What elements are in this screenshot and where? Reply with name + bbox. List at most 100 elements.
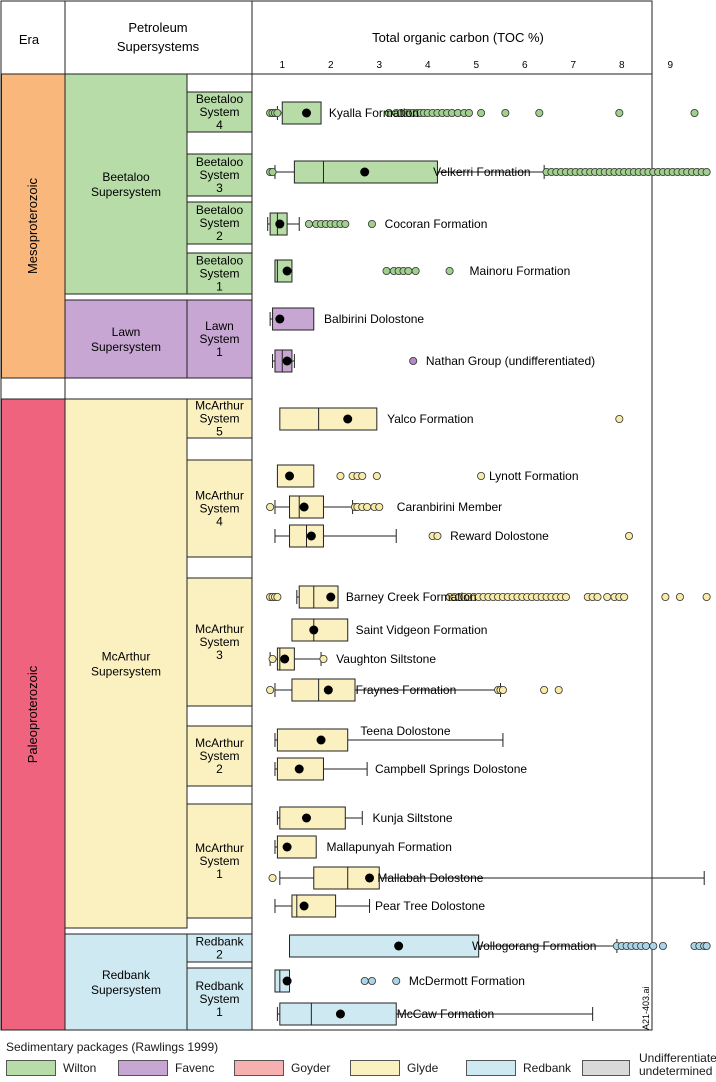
outlier-point <box>690 109 699 118</box>
system-label: System <box>199 992 239 1006</box>
mean-point <box>294 764 304 774</box>
box <box>313 866 380 890</box>
system-band <box>186 459 253 558</box>
formation-row: Vaughton Siltstone <box>268 647 436 671</box>
x-tick-label: 7 <box>570 60 576 71</box>
outlier-point <box>661 593 670 602</box>
system-label: Lawn <box>205 319 234 333</box>
formation-row: Nathan Group (undifferentiated) <box>272 349 595 373</box>
mean-point <box>282 842 292 852</box>
formation-label: Balbirini Dolostone <box>324 312 424 326</box>
formation-label: Reward Dolostone <box>450 529 549 543</box>
system-band <box>186 967 253 1031</box>
system-label: McArthur <box>195 841 244 855</box>
box <box>276 835 317 859</box>
legend-label: Favenc <box>175 1061 215 1075</box>
supersystem-band <box>64 299 188 379</box>
mean-point <box>309 625 319 635</box>
formation-row: Velkerri Formation <box>266 160 711 184</box>
file-tag: A21-403.ai <box>641 986 651 1030</box>
supersystem-label: Beetaloo <box>102 170 150 184</box>
outlier-point <box>372 471 381 480</box>
system-label: System <box>199 412 239 426</box>
legend-swatch <box>350 1060 400 1076</box>
formation-label: Velkerri Formation <box>433 165 530 179</box>
mean-point <box>280 654 290 664</box>
outlier-point <box>375 502 384 511</box>
system-band <box>186 299 253 379</box>
supersystem-band <box>64 73 188 295</box>
outlier-point <box>341 219 350 228</box>
formation-label: Barney Creek Formation <box>346 590 477 604</box>
mean-point <box>285 471 295 481</box>
formation-label: McCaw Formation <box>397 1007 494 1021</box>
supersystem-label: Lawn <box>112 325 141 339</box>
outlier-point <box>319 655 328 664</box>
system-label: McArthur <box>195 489 244 503</box>
outlier-point <box>464 109 473 118</box>
system-label: 4 <box>216 515 223 529</box>
outlier-point <box>392 977 401 986</box>
formation-label: Caranbirini Member <box>397 500 502 514</box>
system-label: Beetaloo <box>196 155 244 169</box>
mean-point <box>282 976 292 986</box>
outlier-point <box>615 109 624 118</box>
system-label: System <box>199 854 239 868</box>
legend-swatch <box>466 1060 516 1076</box>
formation-row: Kunja Siltstone <box>276 806 453 830</box>
box <box>298 585 339 609</box>
system-label: McArthur <box>195 622 244 636</box>
legend-swatch <box>582 1060 630 1076</box>
formation-label: Yalco Formation <box>387 412 473 426</box>
formation-label: Pear Tree Dolostone <box>375 899 485 913</box>
outlier-point <box>445 266 454 275</box>
supersystem-band <box>64 933 188 1031</box>
legend-title: Sedimentary packages (Rawlings 1999) <box>6 1040 219 1054</box>
system-label: System <box>199 749 239 763</box>
system-band <box>186 398 253 439</box>
system-label: Beetaloo <box>196 203 244 217</box>
formation-label: Lynott Formation <box>489 469 579 483</box>
mean-point <box>306 531 316 541</box>
formation-row: Kyalla Formation <box>266 101 699 125</box>
formation-row: McCaw Formation <box>276 1002 594 1026</box>
supersystem-header-line2: Supersystems <box>117 39 200 54</box>
outlier-point <box>266 686 275 695</box>
system-label: Beetaloo <box>196 92 244 106</box>
box <box>279 407 378 431</box>
legend-label: Goyder <box>291 1061 331 1075</box>
outlier-point <box>268 167 277 176</box>
supersystem-label: Supersystem <box>91 665 161 679</box>
mean-point <box>394 941 404 951</box>
mean-point <box>323 685 333 695</box>
formation-row: Saint Vidgeon Formation <box>291 618 487 642</box>
outlier-point <box>411 266 420 275</box>
box <box>279 806 346 830</box>
outlier-point <box>433 532 442 541</box>
outlier-point <box>367 219 376 228</box>
box <box>276 728 349 752</box>
mean-point <box>335 1009 345 1019</box>
outlier-point <box>382 266 391 275</box>
x-tick-label: 6 <box>522 60 528 71</box>
outlier-point <box>675 593 684 602</box>
era-band <box>1 73 66 379</box>
box <box>276 464 315 488</box>
box <box>291 678 356 702</box>
outlier-point <box>561 593 570 602</box>
system-label: Beetaloo <box>196 254 244 268</box>
formation-row: Mainoru Formation <box>274 259 570 283</box>
system-label: 1 <box>216 1005 223 1019</box>
mean-point <box>326 592 336 602</box>
outlier-point <box>620 593 629 602</box>
outlier-point <box>358 471 367 480</box>
mean-point <box>299 502 309 512</box>
outlier-point <box>266 502 275 511</box>
formation-row: Reward Dolostone <box>274 524 634 548</box>
mean-point <box>275 314 285 324</box>
outlier-point <box>273 109 282 118</box>
system-band <box>186 153 253 197</box>
outlier-point <box>540 686 549 695</box>
